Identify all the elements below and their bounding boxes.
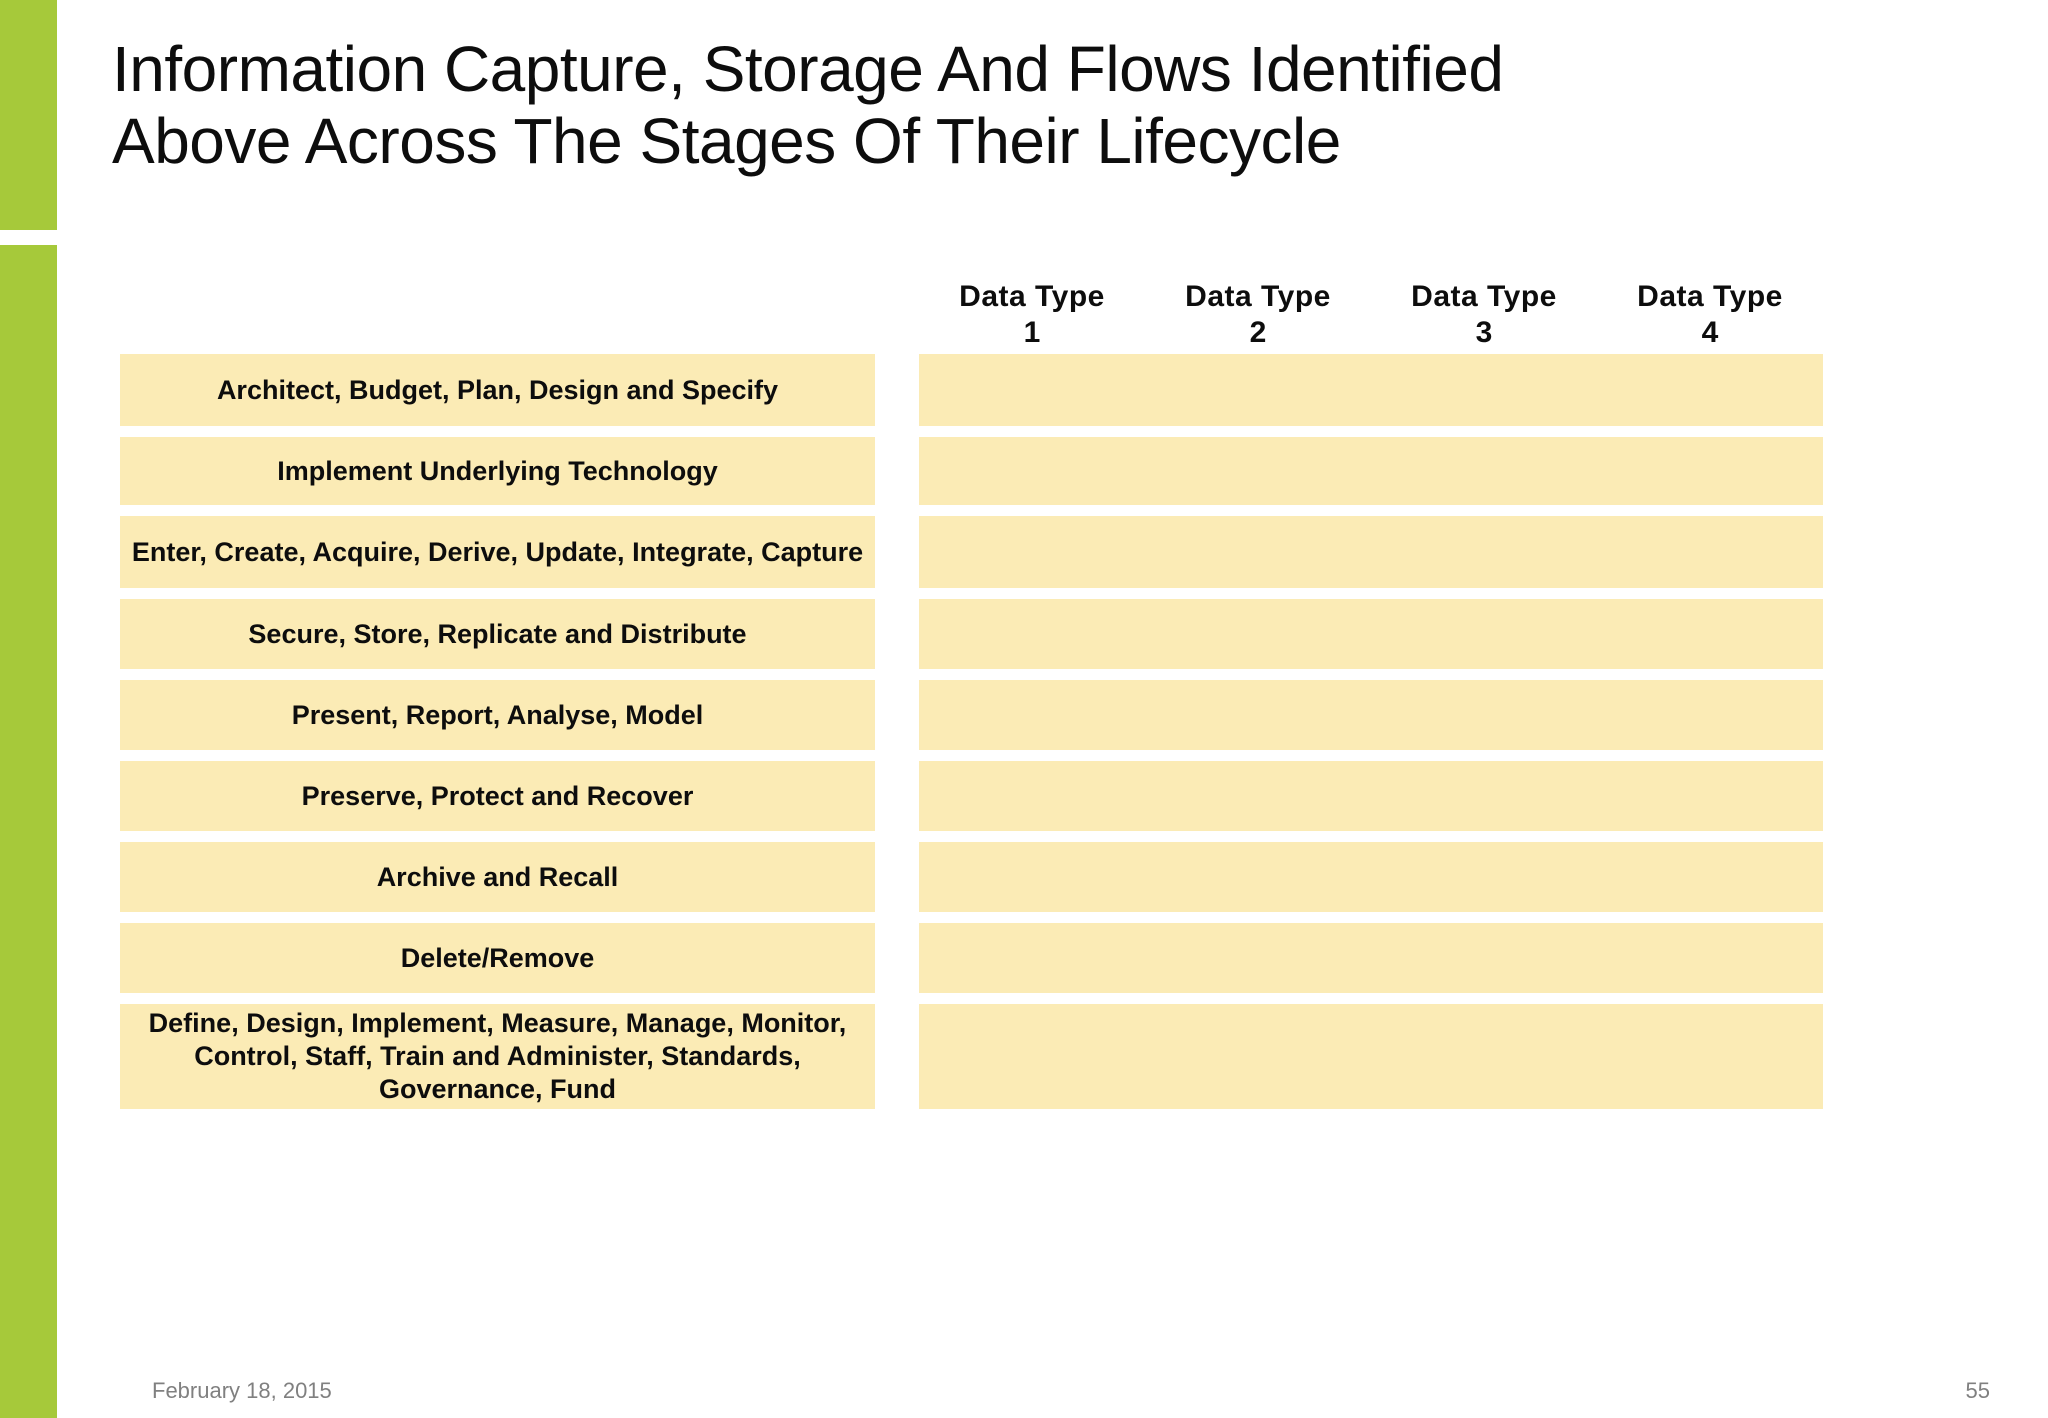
column-header-index: 1 <box>1023 315 1041 349</box>
matrix-cell[interactable] <box>1145 354 1371 426</box>
table-row: Implement Underlying Technology <box>120 437 1960 505</box>
table-row: Define, Design, Implement, Measure, Mana… <box>120 1004 1960 1109</box>
column-header-label: Data Type <box>959 280 1105 314</box>
matrix-cell[interactable] <box>1597 761 1823 831</box>
column-header-data-type-4: Data Type 4 <box>1597 279 1823 354</box>
column-gap <box>875 354 919 426</box>
column-header-index: 2 <box>1249 315 1267 349</box>
page-title-line-2: Above Across The Stages Of Their Lifecyc… <box>112 104 1341 177</box>
row-label: Secure, Store, Replicate and Distribute <box>120 599 875 669</box>
table-row: Enter, Create, Acquire, Derive, Update, … <box>120 516 1960 588</box>
matrix-cell[interactable] <box>1145 1004 1371 1109</box>
row-label: Preserve, Protect and Recover <box>120 761 875 831</box>
table-row: Delete/Remove <box>120 923 1960 993</box>
table-row: Architect, Budget, Plan, Design and Spec… <box>120 354 1960 426</box>
table-row: Archive and Recall <box>120 842 1960 912</box>
matrix-cell[interactable] <box>1145 680 1371 750</box>
matrix-cell[interactable] <box>919 842 1145 912</box>
matrix-cell[interactable] <box>1371 354 1597 426</box>
matrix-cell[interactable] <box>1371 516 1597 588</box>
matrix-cell[interactable] <box>1371 923 1597 993</box>
matrix-cell[interactable] <box>919 437 1145 505</box>
column-header-data-type-2: Data Type 2 <box>1145 279 1371 354</box>
row-label: Archive and Recall <box>120 842 875 912</box>
column-gap <box>875 599 919 669</box>
column-gap <box>875 437 919 505</box>
matrix-cell[interactable] <box>919 1004 1145 1109</box>
matrix-cell[interactable] <box>1145 599 1371 669</box>
matrix-cell[interactable] <box>1145 516 1371 588</box>
row-label: Implement Underlying Technology <box>120 437 875 505</box>
matrix-cell[interactable] <box>1145 923 1371 993</box>
matrix-header-row: Data Type 1 Data Type 2 Data Type 3 Data… <box>120 262 1960 354</box>
footer-page-number: 55 <box>1965 1378 1990 1403</box>
column-gap <box>875 923 919 993</box>
matrix-cell[interactable] <box>919 761 1145 831</box>
matrix-cell[interactable] <box>919 680 1145 750</box>
column-header-label: Data Type <box>1411 280 1557 314</box>
column-header-data-type-1: Data Type 1 <box>919 279 1145 354</box>
matrix-cell[interactable] <box>1371 842 1597 912</box>
matrix-cell[interactable] <box>1371 437 1597 505</box>
matrix-cell[interactable] <box>919 516 1145 588</box>
lifecycle-matrix: Data Type 1 Data Type 2 Data Type 3 Data… <box>120 262 1960 1120</box>
page-title-line-1: Information Capture, Storage And Flows I… <box>112 33 1504 105</box>
matrix-cell[interactable] <box>1371 761 1597 831</box>
matrix-cell[interactable] <box>919 599 1145 669</box>
column-gap <box>875 1004 919 1109</box>
matrix-cell[interactable] <box>1597 1004 1823 1109</box>
matrix-cell[interactable] <box>1597 599 1823 669</box>
matrix-cell[interactable] <box>1597 923 1823 993</box>
footer-date: February 18, 2015 <box>152 1378 332 1403</box>
matrix-cell[interactable] <box>1145 842 1371 912</box>
column-header-index: 4 <box>1701 315 1719 349</box>
column-gap <box>875 680 919 750</box>
matrix-cell[interactable] <box>1597 842 1823 912</box>
matrix-cell[interactable] <box>1371 1004 1597 1109</box>
row-label: Architect, Budget, Plan, Design and Spec… <box>120 354 875 426</box>
matrix-cell[interactable] <box>1145 761 1371 831</box>
column-gap <box>875 842 919 912</box>
column-gap <box>875 761 919 831</box>
matrix-cell[interactable] <box>919 354 1145 426</box>
table-row: Preserve, Protect and Recover <box>120 761 1960 831</box>
row-label: Present, Report, Analyse, Model <box>120 680 875 750</box>
accent-bar-top <box>0 0 57 230</box>
table-row: Present, Report, Analyse, Model <box>120 680 1960 750</box>
accent-bar-bottom <box>0 245 57 1418</box>
matrix-cell[interactable] <box>1145 437 1371 505</box>
column-header-label: Data Type <box>1185 280 1331 314</box>
row-label: Enter, Create, Acquire, Derive, Update, … <box>120 516 875 588</box>
column-header-label: Data Type <box>1637 280 1783 314</box>
row-label: Define, Design, Implement, Measure, Mana… <box>120 1004 875 1109</box>
page-title: Information Capture, Storage And Flows I… <box>112 33 1962 177</box>
row-label: Delete/Remove <box>120 923 875 993</box>
matrix-cell[interactable] <box>1371 599 1597 669</box>
matrix-cell[interactable] <box>919 923 1145 993</box>
table-row: Secure, Store, Replicate and Distribute <box>120 599 1960 669</box>
matrix-cell[interactable] <box>1597 437 1823 505</box>
matrix-cell[interactable] <box>1597 680 1823 750</box>
column-header-data-type-3: Data Type 3 <box>1371 279 1597 354</box>
matrix-cell[interactable] <box>1597 354 1823 426</box>
matrix-cell[interactable] <box>1371 680 1597 750</box>
column-gap <box>875 516 919 588</box>
column-header-index: 3 <box>1475 315 1493 349</box>
matrix-cell[interactable] <box>1597 516 1823 588</box>
